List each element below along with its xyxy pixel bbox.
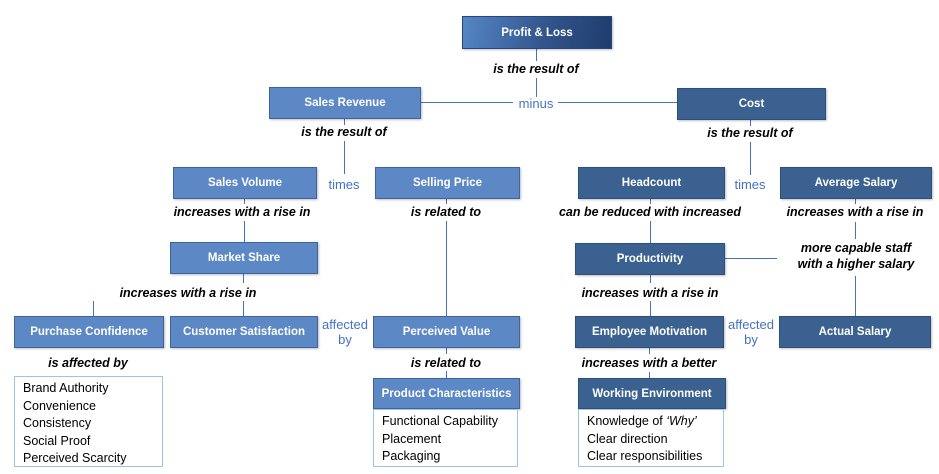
working-environment-list: Knowledge of ‘Why’ Clear direction Clear… (578, 409, 724, 467)
purchase-confidence-factors-list: Brand Authority Convenience Consistency … (14, 376, 163, 467)
relation-label: is affected by (48, 356, 128, 370)
connector-line (93, 301, 94, 316)
node-working-environment: Working Environment (578, 378, 726, 409)
node-perceived-value: Perceived Value (373, 316, 520, 348)
connector-line (446, 371, 447, 378)
relation-label: more capable staff with a higher salary (775, 240, 937, 272)
node-productivity: Productivity (575, 243, 725, 275)
connector-line (650, 301, 651, 316)
node-profit-and-loss: Profit & Loss (462, 16, 612, 49)
connector-line (855, 222, 856, 239)
connector-line (446, 221, 447, 316)
connector-line (536, 47, 537, 61)
relation-label: increases with a rise in (786, 205, 924, 219)
list-item: Social Proof (23, 433, 91, 448)
connector-line (650, 197, 651, 204)
connector-line (446, 346, 447, 354)
connector-line (344, 117, 345, 125)
list-item: Clear direction (587, 431, 668, 446)
connector-line (650, 221, 651, 243)
operator-affected-by-right: affected by (727, 317, 775, 347)
node-cost: Cost (677, 88, 826, 120)
operator-minus: minus (518, 96, 554, 111)
relation-label: increases with a rise in (119, 286, 257, 300)
node-actual-salary: Actual Salary (779, 316, 931, 348)
connector-line (649, 346, 650, 354)
relation-line: more capable staff (800, 241, 912, 255)
relation-line: with a higher salary (797, 257, 915, 271)
operator-times-left: times (328, 177, 360, 192)
relation-label: is the result of (301, 125, 387, 139)
node-purchase-confidence: Purchase Confidence (14, 316, 164, 348)
relation-label: is the result of (707, 126, 793, 140)
node-selling-price: Selling Price (375, 167, 520, 199)
connector-line (855, 197, 856, 204)
operator-affected-by-left: affected by (321, 317, 369, 347)
relation-label: is related to (410, 356, 482, 370)
node-customer-satisfaction: Customer Satisfaction (170, 316, 318, 348)
node-average-salary: Average Salary (780, 167, 932, 199)
list-item: Functional Capability (382, 414, 499, 428)
relation-label: increases with a better (581, 356, 717, 370)
relation-label: is related to (410, 205, 482, 219)
connector-line (536, 78, 537, 97)
list-item: Placement (382, 431, 442, 446)
node-product-characteristics: Product Characteristics (373, 378, 520, 409)
node-headcount: Headcount (578, 167, 725, 199)
list-item: Packaging (382, 449, 441, 463)
connector-line (723, 258, 777, 259)
list-item: Knowledge of ‘Why’ (587, 413, 715, 431)
list-item: Brand Authority (23, 381, 109, 395)
relation-label: increases with a rise in (581, 286, 719, 300)
list-item-text: Knowledge of (587, 414, 667, 428)
relation-label: can be reduced with increased (558, 205, 741, 219)
connector-line (244, 197, 245, 204)
connector-line (649, 372, 650, 378)
node-sales-volume: Sales Volume (173, 167, 317, 199)
node-sales-revenue: Sales Revenue (269, 87, 421, 119)
connector-line (750, 118, 751, 126)
connector-line (446, 197, 447, 204)
connector-line (855, 276, 856, 316)
list-item: Clear responsibilities (587, 449, 703, 463)
connector-line (243, 272, 244, 283)
list-item: Consistency (23, 416, 92, 430)
connector-line (243, 301, 244, 316)
product-characteristics-list: Functional Capability Placement Packagin… (373, 409, 518, 467)
connector-line (419, 102, 513, 103)
node-market-share: Market Share (170, 242, 318, 274)
connector-line (244, 221, 245, 242)
connector-line (558, 102, 677, 103)
relation-label: increases with a rise in (173, 205, 311, 219)
list-item: Perceived Scarcity (23, 451, 127, 465)
connector-line (750, 142, 751, 175)
relation-label: is the result of (493, 62, 579, 76)
operator-times-right: times (734, 177, 766, 192)
connector-line (650, 273, 651, 283)
list-item-emphasis: ‘Why’ (666, 414, 697, 428)
list-item: Convenience (23, 398, 96, 413)
connector-line (344, 141, 345, 174)
node-employee-motivation: Employee Motivation (575, 316, 724, 348)
